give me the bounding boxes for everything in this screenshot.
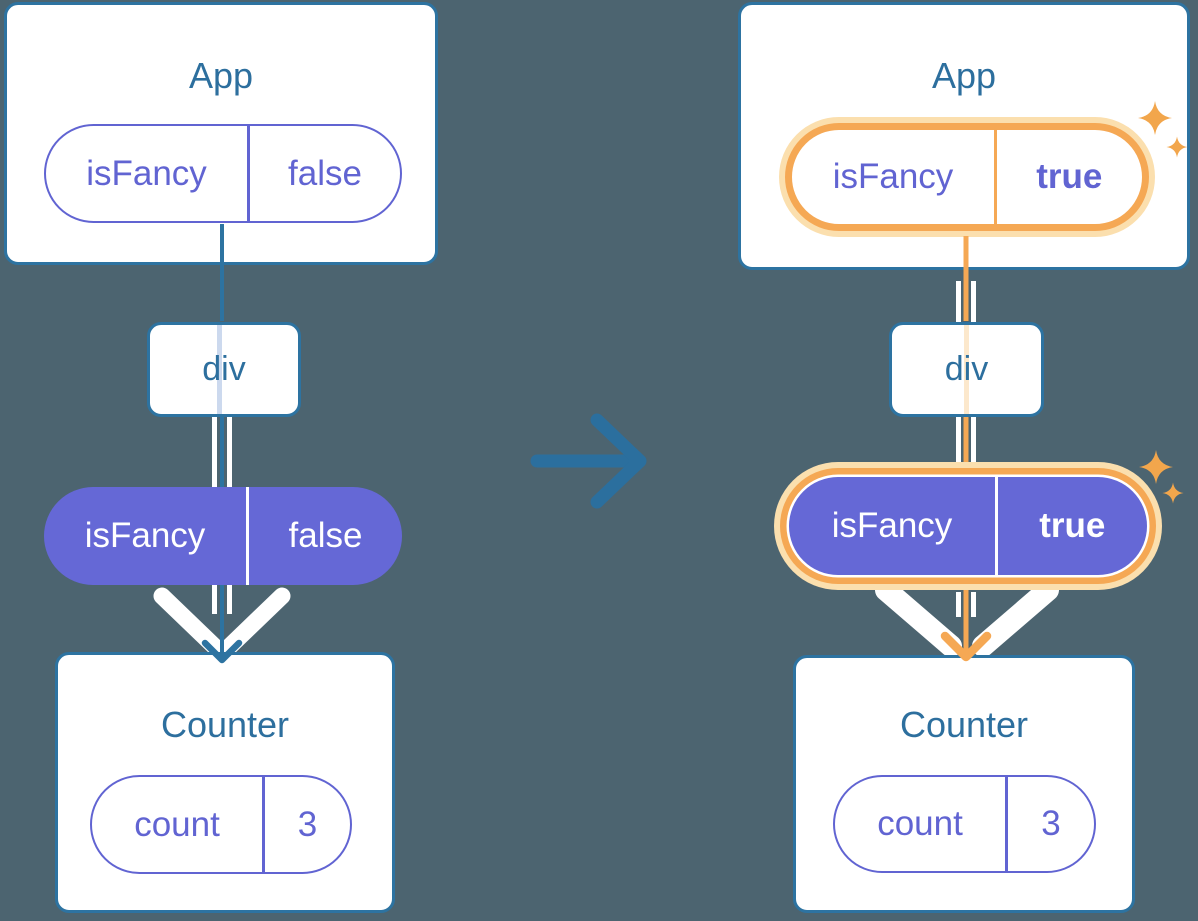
component-title: App [931, 55, 997, 96]
pill-divider [262, 777, 265, 872]
state-pill-app-before: isFancy false [44, 124, 402, 223]
white-chevron-arrow [153, 587, 224, 656]
pill-divider [247, 126, 250, 221]
white-chevron-arrow [875, 579, 962, 657]
component-title: Counter [899, 704, 1029, 745]
state-value: false [288, 153, 362, 193]
sparkle-icon [1162, 482, 1184, 504]
prop-key: isFancy [831, 506, 953, 545]
state-pill-counter-before: count 3 [90, 775, 352, 874]
white-chevron-arrow [220, 587, 291, 656]
prop-pass-through-trace [217, 325, 222, 414]
transition-arrow-icon [530, 413, 647, 509]
prop-pill-before: isFancy false [44, 487, 402, 585]
component-title: Counter [160, 704, 290, 745]
prop-pass-through-trace [963, 325, 969, 414]
state-key: isFancy [86, 153, 207, 193]
component-title: App [188, 55, 254, 96]
element-label: div [944, 350, 989, 388]
arrowhead-icon [940, 631, 992, 662]
white-chevron-arrow [972, 579, 1059, 657]
state-value: 3 [1041, 804, 1061, 843]
div-card-before: div [147, 322, 301, 417]
pill-divider [995, 477, 998, 575]
state-pill-counter-after: count 3 [833, 775, 1096, 873]
state-value: true [1036, 157, 1103, 196]
prop-value: false [288, 516, 363, 555]
element-label: div [202, 350, 246, 388]
prop-value: true [1039, 506, 1106, 545]
state-key: count [134, 804, 220, 844]
prop-key: isFancy [84, 516, 206, 555]
pill-divider [994, 130, 997, 224]
sparkle-icon [1139, 450, 1173, 484]
state-key: isFancy [832, 157, 954, 196]
div-card-after: div [889, 322, 1044, 417]
prop-pill-after-highlighted: isFancy true [789, 477, 1147, 575]
state-pill-app-after-highlighted: isFancy true [785, 123, 1149, 231]
state-key: count [877, 804, 963, 843]
state-value: 3 [297, 804, 318, 844]
pill-divider [1005, 777, 1008, 871]
pill-divider [246, 487, 249, 585]
